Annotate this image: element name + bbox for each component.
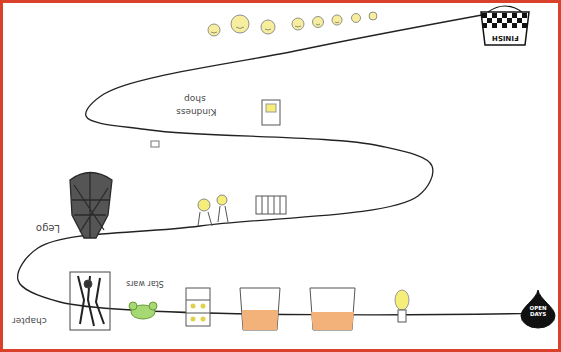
node-text: OPEN DAYS bbox=[526, 306, 550, 318]
handwritten-label: shop bbox=[184, 94, 206, 103]
finish-flag: FINISH bbox=[478, 4, 532, 46]
yellow-figures bbox=[198, 195, 228, 226]
smiley-faces bbox=[208, 12, 377, 36]
striped-box bbox=[256, 196, 286, 214]
handwritten-label: Kindness bbox=[176, 107, 216, 116]
dotted-box bbox=[186, 288, 210, 326]
handwritten-label: Lego bbox=[36, 223, 60, 233]
green-figure bbox=[129, 302, 157, 319]
winding-path bbox=[18, 15, 521, 315]
small-box bbox=[262, 100, 280, 125]
lego-scribble bbox=[70, 172, 112, 238]
handwritten-label: Star wars bbox=[126, 279, 164, 287]
cups bbox=[240, 288, 355, 330]
handwritten-label: chapter bbox=[12, 316, 47, 325]
chapter-drawing bbox=[70, 272, 110, 330]
node-text: FINISH bbox=[492, 34, 519, 41]
small-icon bbox=[151, 141, 159, 147]
light-bulb bbox=[395, 290, 409, 322]
start-drop: OPEN DAYS bbox=[521, 290, 555, 328]
